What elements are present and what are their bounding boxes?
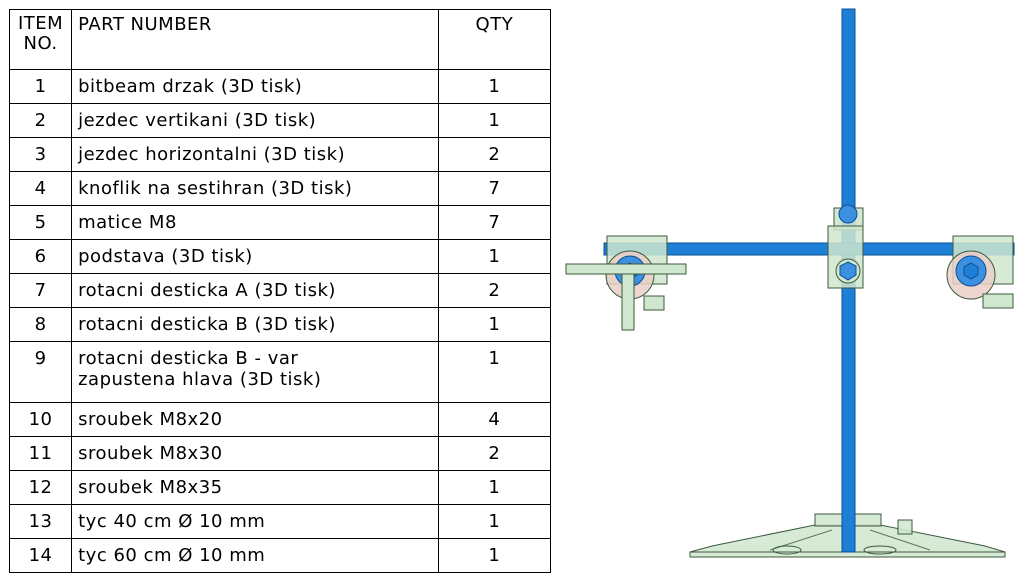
table-row: 9 rotacni desticka B - var zapustena hla… [8,341,552,403]
header-qty: QTY [437,9,552,70]
qty-cell: 1 [437,103,552,138]
qty-cell: 1 [437,69,552,104]
item-cell: 14 [8,538,73,573]
table-row: 3 jezdec horizontalni (3D tisk) 2 [8,137,552,172]
part-cell: sroubek M8x30 [71,436,439,471]
qty-cell: 1 [437,239,552,274]
item-cell: 9 [8,341,73,403]
part-cell: tyc 60 cm Ø 10 mm [71,538,439,573]
qty-cell: 7 [437,171,552,206]
part-cell: podstava (3D tisk) [71,239,439,274]
part-cell: rotacni desticka A (3D tisk) [71,273,439,308]
table-row: 11 sroubek M8x30 2 [8,436,552,471]
header-item-line1: ITEM [17,13,64,34]
table-row: 6 podstava (3D tisk) 1 [8,239,552,274]
qty-cell: 2 [437,137,552,172]
item-cell: 7 [8,273,73,308]
item-cell: 13 [8,504,73,539]
table-row: 2 jezdec vertikani (3D tisk) 1 [8,103,552,138]
left-horizontal-slider [565,235,687,331]
header-item-line2: NO. [23,33,58,54]
item-cell: 11 [8,436,73,471]
qty-cell: 7 [437,205,552,240]
table-row: 10 sroubek M8x20 4 [8,402,552,437]
part-cell: jezdec vertikani (3D tisk) [71,103,439,138]
item-cell: 5 [8,205,73,240]
part-cell: sroubek M8x20 [71,402,439,437]
table-row: 1 bitbeam drzak (3D tisk) 1 [8,69,552,104]
right-horizontal-slider [946,235,1014,309]
part-cell: jezdec horizontalni (3D tisk) [71,137,439,172]
qty-cell: 1 [437,538,552,573]
table-row: 8 rotacni desticka B (3D tisk) 1 [8,307,552,342]
vertical-slider [827,204,864,289]
item-cell: 4 [8,171,73,206]
qty-cell: 1 [437,470,552,505]
table-row: 4 knoflik na sestihran (3D tisk) 7 [8,171,552,206]
part-cell: tyc 40 cm Ø 10 mm [71,504,439,539]
header-item-no: ITEM NO. [8,9,73,70]
part-cell-line2: zapustena hlava (3D tisk) [78,369,322,390]
part-cell: rotacni desticka B - var zapustena hlava… [71,341,439,403]
qty-cell: 4 [437,402,552,437]
table-row: 12 sroubek M8x35 1 [8,470,552,505]
table-row: 7 rotacni desticka A (3D tisk) 2 [8,273,552,308]
item-cell: 8 [8,307,73,342]
part-cell: sroubek M8x35 [71,470,439,505]
bom-header-row: ITEM NO. PART NUMBER QTY [8,9,552,70]
table-row: 13 tyc 40 cm Ø 10 mm 1 [8,504,552,539]
qty-cell: 1 [437,307,552,342]
part-cell: matice M8 [71,205,439,240]
part-cell: bitbeam drzak (3D tisk) [71,69,439,104]
table-row: 5 matice M8 7 [8,205,552,240]
bill-of-materials: ITEM NO. PART NUMBER QTY 1 bitbeam drzak… [8,9,552,573]
part-cell-line1: rotacni desticka B - var [78,348,299,369]
bom-table: ITEM NO. PART NUMBER QTY 1 bitbeam drzak… [8,9,552,573]
qty-cell: 2 [437,436,552,471]
item-cell: 2 [8,103,73,138]
item-cell: 1 [8,69,73,104]
qty-cell: 1 [437,504,552,539]
part-cell: knoflik na sestihran (3D tisk) [71,171,439,206]
qty-cell: 1 [437,341,552,403]
horizontal-rod [603,242,1015,256]
item-cell: 12 [8,470,73,505]
header-part-number: PART NUMBER [71,9,439,70]
assembly-drawing [565,8,1015,558]
item-cell: 10 [8,402,73,437]
part-cell: rotacni desticka B (3D tisk) [71,307,439,342]
qty-cell: 2 [437,273,552,308]
table-row: 14 tyc 60 cm Ø 10 mm 1 [8,538,552,573]
item-cell: 6 [8,239,73,274]
item-cell: 3 [8,137,73,172]
